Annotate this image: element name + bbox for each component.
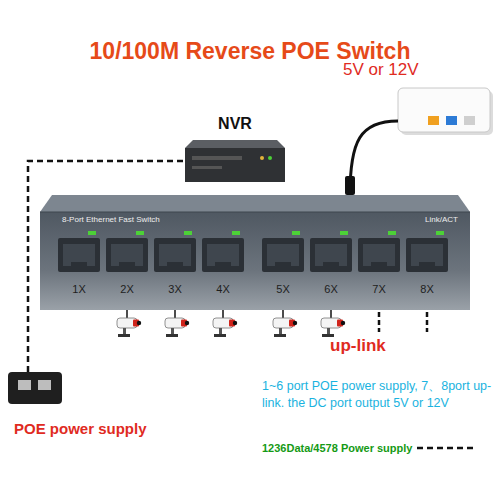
port-number: 2X (120, 283, 133, 295)
legend-line-sample (416, 444, 474, 452)
diagram-title: 10/100M Reverse POE Switch (0, 38, 500, 65)
port-number: 8X (420, 283, 433, 295)
port-number: 3X (168, 283, 181, 295)
device-heading: NVR (218, 115, 252, 133)
port-number: 6X (324, 283, 337, 295)
switch-model: 8-Port Ethernet Fast Switch (62, 215, 160, 224)
device-heading: POE power supply (14, 420, 147, 437)
note-text: 1~6 port POE power supply, 7、8port up-li… (262, 378, 494, 412)
ethernet-switch: 8-Port Ethernet Fast Switch Link/ACT (40, 195, 470, 310)
port-number: 4X (216, 283, 229, 295)
uplink-label: up-link (330, 336, 386, 356)
legend-row: 1236Data/4578 Power supply (262, 442, 474, 454)
led-legend: Link/ACT (425, 215, 458, 224)
network-cable (28, 161, 185, 372)
nvr-device: NVR (185, 140, 285, 182)
voltage-label: 5V or 12V (343, 60, 419, 80)
port-number: 5X (276, 283, 289, 295)
port-number: 1X (72, 283, 85, 295)
legend-text: 1236Data/4578 Power supply (262, 442, 412, 454)
dashed-line (417, 447, 473, 450)
onu-device: 5V or 12V (398, 88, 490, 132)
poe-injector: POE power supply (8, 372, 62, 404)
port-number: 7X (372, 283, 385, 295)
power-cable (350, 121, 398, 195)
